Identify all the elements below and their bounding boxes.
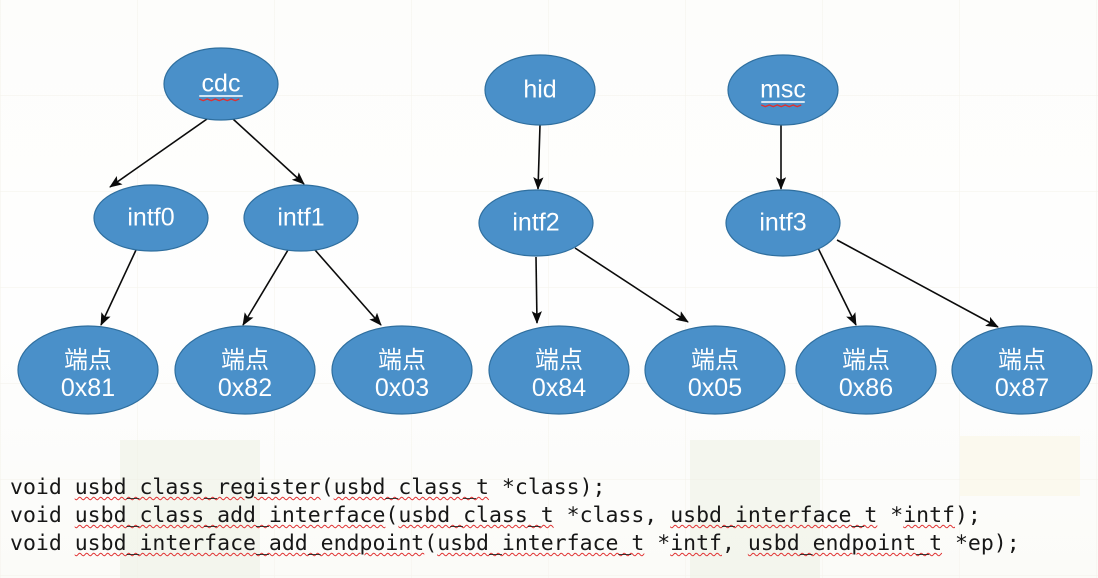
interface-ellipse bbox=[243, 184, 359, 252]
endpoint-ellipse bbox=[951, 325, 1093, 415]
class-node-cdc[interactable]: cdc bbox=[163, 47, 279, 121]
endpoint-ellipse bbox=[174, 325, 316, 415]
edge-cdc-to-intf1 bbox=[232, 118, 305, 185]
code-text: , bbox=[721, 531, 748, 556]
code-identifier: usbd_interface_add_endpoint bbox=[74, 531, 425, 556]
code-text: ); bbox=[954, 503, 981, 528]
spellcheck-squiggle-icon bbox=[198, 98, 240, 102]
edge-hid-to-intf2 bbox=[533, 124, 544, 190]
edge-intf3-to-ep87 bbox=[836, 239, 999, 328]
class-node-msc[interactable]: msc bbox=[727, 54, 839, 126]
edge-intf3-to-ep86 bbox=[817, 247, 857, 326]
interface-label: intf0 bbox=[127, 204, 174, 232]
code-identifier: usbd_interface_t bbox=[670, 503, 878, 528]
class-ellipse bbox=[163, 47, 279, 121]
code-line-1: void usbd_class_register(usbd_class_t *c… bbox=[10, 474, 1090, 502]
code-text: * bbox=[877, 503, 904, 528]
class-node-hid[interactable]: hid bbox=[484, 54, 596, 126]
code-line-3: void usbd_interface_add_endpoint(usbd_in… bbox=[10, 530, 1090, 558]
edge-intf0-to-ep81 bbox=[100, 249, 137, 326]
code-text: void bbox=[10, 503, 75, 528]
endpoint-ellipse bbox=[488, 325, 630, 415]
code-text: *ep); bbox=[942, 531, 1020, 556]
endpoint-label-primary: 端点 bbox=[64, 346, 112, 374]
interface-ellipse bbox=[478, 189, 594, 257]
endpoint-label-address: 0x86 bbox=[839, 374, 893, 402]
endpoint-label-primary: 端点 bbox=[378, 346, 426, 374]
endpoint-label-address: 0x84 bbox=[532, 374, 586, 402]
endpoint-label-address: 0x87 bbox=[995, 374, 1049, 402]
edge-intf1-to-ep82 bbox=[242, 249, 289, 326]
code-line-2: void usbd_class_add_interface(usbd_class… bbox=[10, 502, 1090, 530]
edge-intf2-to-ep84 bbox=[531, 256, 542, 324]
code-text: void bbox=[10, 531, 75, 556]
class-ellipse bbox=[484, 54, 596, 126]
endpoint-label-primary: 端点 bbox=[691, 346, 739, 374]
class-label: cdc bbox=[202, 70, 241, 98]
endpoint-label-address: 0x03 bbox=[375, 374, 429, 402]
interface-node-intf2[interactable]: intf2 bbox=[478, 189, 594, 257]
interface-node-intf1[interactable]: intf1 bbox=[243, 184, 359, 252]
endpoint-label-address: 0x05 bbox=[688, 374, 742, 402]
code-text: ( bbox=[424, 531, 438, 556]
endpoint-label-address: 0x81 bbox=[61, 374, 115, 402]
endpoint-label-primary: 端点 bbox=[535, 346, 583, 374]
code-identifier: usbd_interface_t bbox=[437, 531, 645, 556]
interface-label: intf2 bbox=[512, 209, 559, 237]
code-text: ( bbox=[385, 503, 399, 528]
code-identifier: usbd_class_register bbox=[74, 475, 321, 500]
endpoint-ellipse bbox=[644, 325, 786, 415]
interface-ellipse bbox=[725, 189, 841, 257]
interface-label: intf3 bbox=[759, 209, 806, 237]
edge-intf1-to-ep03 bbox=[314, 249, 382, 326]
code-snippet-block: void usbd_class_register(usbd_class_t *c… bbox=[10, 474, 1090, 558]
edge-intf2-to-ep05 bbox=[574, 247, 689, 323]
endpoint-label-primary: 端点 bbox=[221, 346, 269, 374]
code-identifier: usbd_endpoint_t bbox=[747, 531, 943, 556]
code-identifier: usbd_class_t bbox=[333, 475, 489, 500]
class-label: hid bbox=[523, 76, 556, 104]
interface-node-intf3[interactable]: intf3 bbox=[725, 189, 841, 257]
endpoint-ellipse bbox=[795, 325, 937, 415]
class-label: msc bbox=[760, 76, 806, 104]
spellcheck-squiggle-icon bbox=[760, 104, 802, 108]
code-text: ( bbox=[320, 475, 334, 500]
code-identifier: usbd_class_add_interface bbox=[74, 503, 386, 528]
code-text: * bbox=[644, 531, 671, 556]
interface-ellipse bbox=[93, 184, 209, 252]
endpoint-ellipse bbox=[17, 325, 159, 415]
interface-label: intf1 bbox=[277, 204, 324, 232]
class-ellipse bbox=[727, 54, 839, 126]
code-identifier: intf bbox=[670, 531, 722, 556]
code-identifier: usbd_class_t bbox=[398, 503, 554, 528]
endpoint-ellipse bbox=[331, 325, 473, 415]
code-text: void bbox=[10, 475, 75, 500]
endpoint-label-primary: 端点 bbox=[842, 346, 890, 374]
code-text: *class); bbox=[488, 475, 606, 500]
endpoint-label-primary: 端点 bbox=[998, 346, 1046, 374]
endpoint-label-address: 0x82 bbox=[218, 374, 272, 402]
code-identifier: intf bbox=[903, 503, 955, 528]
edge-cdc-to-intf0 bbox=[109, 118, 208, 188]
code-text: *class, bbox=[553, 503, 671, 528]
interface-node-intf0[interactable]: intf0 bbox=[93, 184, 209, 252]
edges-layer bbox=[100, 118, 999, 328]
